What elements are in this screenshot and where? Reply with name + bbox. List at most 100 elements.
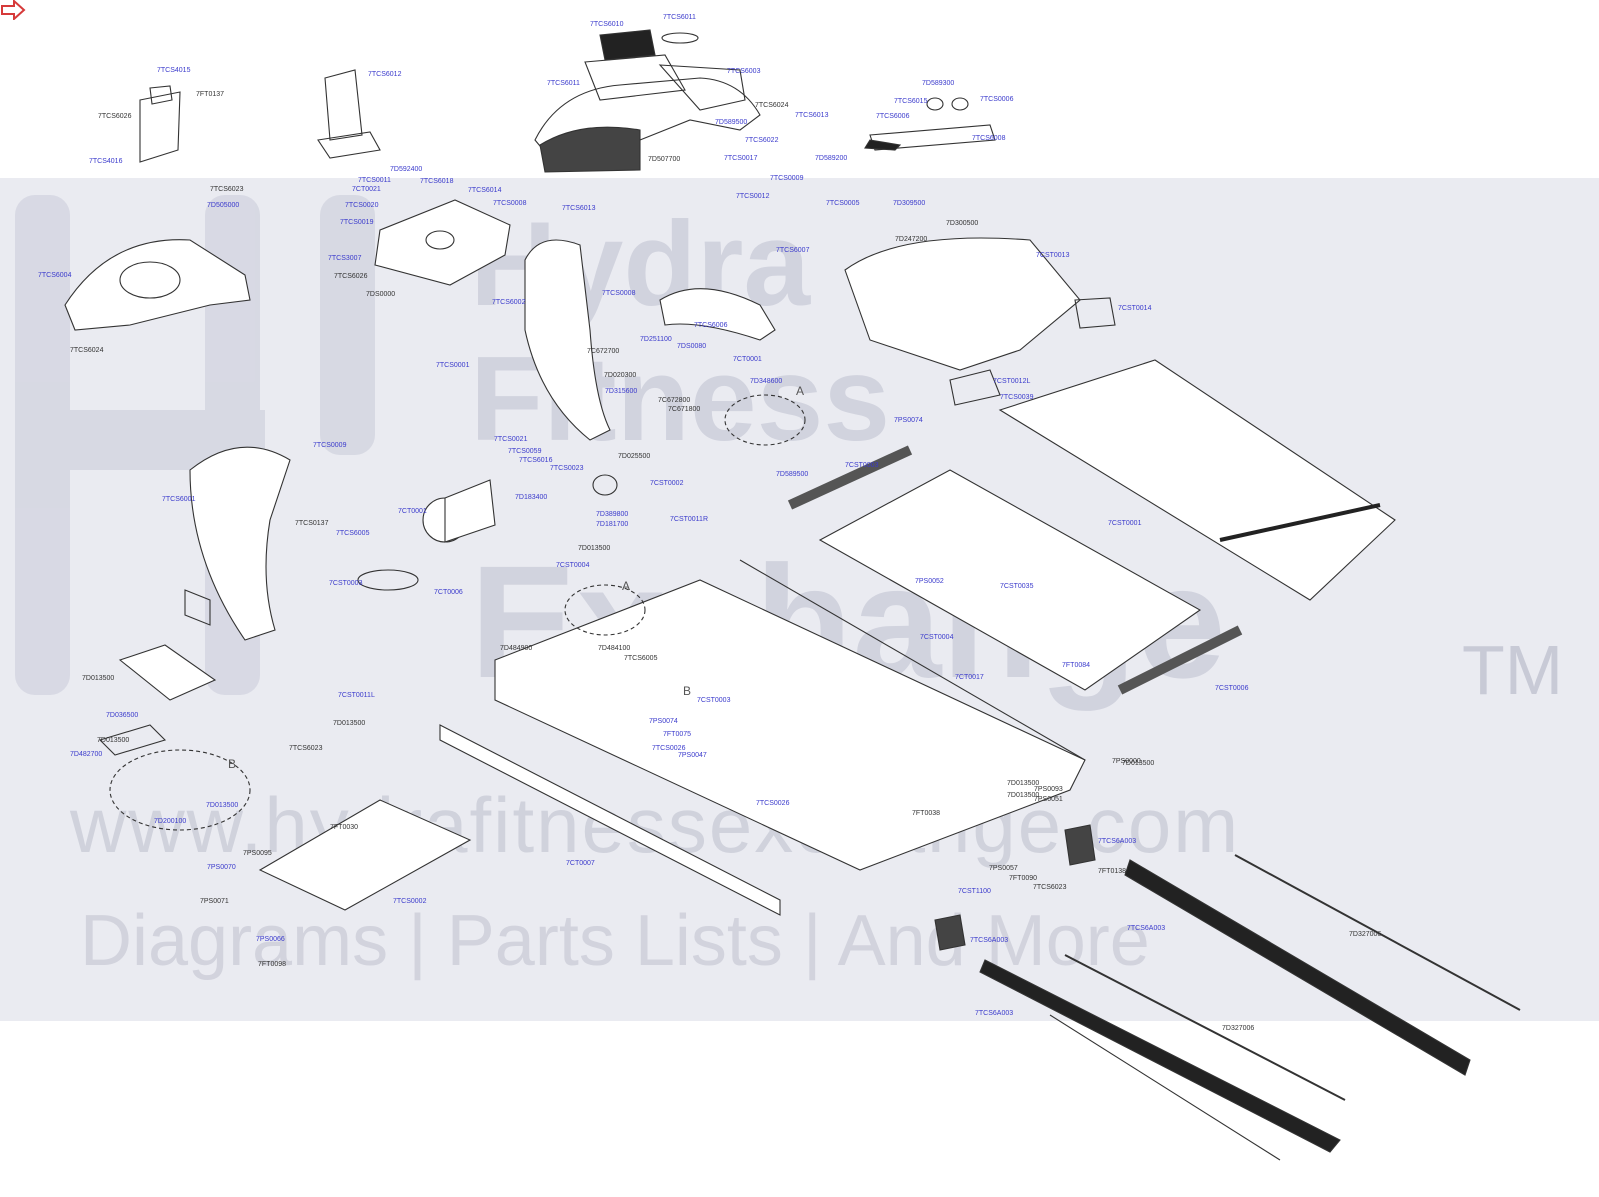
callout-label: 7PS0000 [1112,758,1141,765]
callout-label: 7CST0011R [670,516,709,523]
callout-label: 7C672800 [658,397,691,404]
callout-label: 7TCS6006 [876,113,910,120]
callout-label: 7PS0057 [989,865,1018,872]
callout-label: 7TCS6016 [519,457,553,464]
callout-label: 7PS0071 [200,898,229,905]
callout-label: 7PS0051 [1034,796,1063,803]
callout-label: 7D181700 [596,521,629,528]
callout-label: 7CT0001 [733,356,762,363]
callout-label: 7PS0074 [649,718,678,725]
callout-label: 7CT0021 [352,186,381,193]
callout-label: 7D505000 [207,202,240,209]
callout-label: 7TCS6003 [727,68,761,75]
callout-label: 7TCS6026 [98,113,132,120]
callout-label: 7DS0000 [366,291,396,298]
callout-label: 7TCS6013 [562,205,596,212]
callout-label: 7D300500 [946,220,979,227]
callout-label: 7D025500 [618,453,651,460]
callout-label: 7D482700 [70,751,103,758]
callout-label: 7CST0012L [993,378,1031,385]
callout-label: 7FT0030 [330,824,359,831]
callout-label: 7TCS0017 [724,155,758,162]
section-marker-a-1: A [796,384,805,398]
callout-label: 7TCS0012 [736,193,770,200]
callout-label: 7TCS0008 [602,290,636,297]
callout-label: 7CST0001 [1108,520,1142,527]
callout-label: 7PS0074 [894,417,923,424]
callout-label: 7D013500 [1122,760,1155,767]
callout-label: 7D013500 [82,675,115,682]
callout-label: 7FT0137 [196,91,225,98]
callout-label: 7TCS0009 [770,175,804,182]
callout-label: 7FT0138 [1098,868,1127,875]
callout-label: 7TCS6023 [289,745,323,752]
callout-label: 7TCS6015 [894,98,928,105]
callout-label: 7D309500 [893,200,926,207]
callout-label: 7TCS6024 [755,102,789,109]
callout-label: 7D020300 [604,372,637,379]
callout-label: 7TCS0001 [436,362,470,369]
callout-label: 7D348600 [750,378,783,385]
callout-label: 7CST0002 [650,480,684,487]
callout-label: 7D013500 [1007,792,1040,799]
callout-label: 7CST0003 [329,580,363,587]
callout-label: 7TCS0019 [340,219,374,226]
callout-label: 7TCS0026 [756,800,790,807]
callout-label: 7CST0004 [556,562,590,569]
callout-label: 7D013500 [97,737,130,744]
callout-label: 7D589200 [815,155,848,162]
callout-label: 7D013500 [206,802,239,809]
callout-label: 7D484900 [500,645,533,652]
callout-label: 7PS0095 [243,850,272,857]
callout-label: 7CT0017 [955,674,984,681]
callout-label: 7FT0038 [912,810,941,817]
callout-label: 7CST0013 [1036,252,1070,259]
callout-label: 7D036500 [106,712,139,719]
callout-label: 7TCS6001 [162,496,196,503]
callout-label: 7TCS6A003 [970,937,1009,944]
callout-label: 7TCS6024 [70,347,104,354]
callout-label: 7TCS6026 [334,273,368,280]
callout-label: 7D183400 [515,494,548,501]
callout-label: 7D013500 [578,545,611,552]
callout-label: 7TCS0009 [313,442,347,449]
callout-label: 7FT0090 [1009,875,1038,882]
callout-label: 7TCS0002 [393,898,427,905]
callout-label: 7TCS6022 [745,137,779,144]
watermark-tagline: Diagrams | Parts Lists | And More [80,901,1150,981]
callout-label: 7TCS0011 [358,177,391,184]
callout-label: 7PS0052 [915,578,944,585]
callout-label: 7FT0084 [1062,662,1091,669]
callout-label: 7D484100 [598,645,631,652]
callout-label: 7TCS6004 [38,272,72,279]
callout-label: 7CST0003 [697,697,731,704]
callout-label: 7CST1100 [958,888,991,895]
callout-label: 7D507700 [648,156,681,163]
section-marker-a-2: A [622,579,631,593]
callout-label: 7TCS6007 [776,247,810,254]
callout-label: 7TCS0020 [345,202,379,209]
callout-label: 7TCS6011 [547,80,580,87]
callout-label: 7TCS0021 [494,436,528,443]
callout-label: 7D389800 [596,511,629,518]
callout-label: 7TCS6005 [336,530,370,537]
callout-label: 7TCS6002 [492,299,526,306]
callout-label: 7TCS0137 [295,520,329,527]
callout-label: 7C671800 [668,406,701,413]
callout-label: 7TCS6A003 [1127,925,1166,932]
callout-label: 7TCS0006 [980,96,1014,103]
callout-label: 7TCS6023 [210,186,244,193]
callout-label: 7CT0001 [398,508,427,515]
callout-label: 7TCS4016 [89,158,123,165]
callout-label: 7TCS0005 [826,200,860,207]
callout-label: 7D327006 [1222,1025,1255,1032]
callout-label: 7D251100 [640,336,672,343]
callout-label: 7D589300 [922,80,955,87]
callout-label: 7CST0014 [1118,305,1152,312]
callout-label: 7CST0004 [920,634,954,641]
callout-label: 7PS0047 [678,752,707,759]
callout-label: 7TCS0026 [652,745,686,752]
callout-label: 7D327006 [1349,931,1382,938]
